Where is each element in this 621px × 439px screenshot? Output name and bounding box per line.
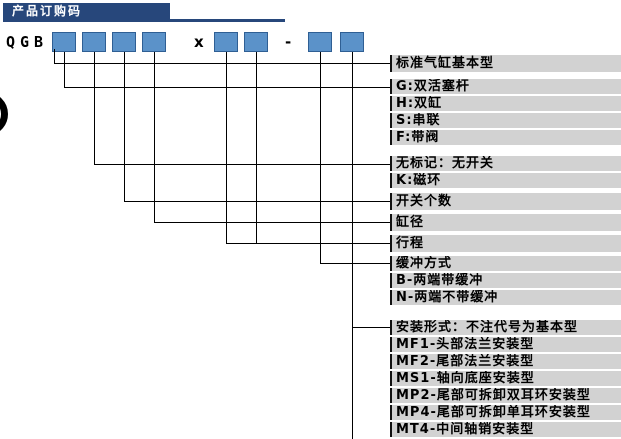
label-variant-h: H:双缸 bbox=[390, 96, 621, 111]
code-prefix: QGB bbox=[6, 33, 49, 51]
code-box-7 bbox=[308, 32, 332, 52]
label-mount-ms1: MS1-轴向底座安装型 bbox=[390, 371, 621, 386]
label-mount-mf1: MF1-头部法兰安装型 bbox=[390, 337, 621, 352]
label-stroke: 行程 bbox=[390, 235, 621, 252]
code-box-4 bbox=[142, 32, 166, 52]
code-separator-x: x bbox=[194, 33, 204, 51]
leader-hline-bore bbox=[154, 222, 390, 223]
header-underline bbox=[3, 19, 285, 22]
binder-ring-icon bbox=[0, 92, 8, 136]
leader-vline-box8 bbox=[352, 52, 353, 439]
leader-hline-basic-type bbox=[54, 63, 390, 64]
label-variant-f: F:带阀 bbox=[390, 130, 621, 145]
label-bore: 缸径 bbox=[390, 214, 621, 231]
code-box-3 bbox=[112, 32, 136, 52]
code-separator-dash: - bbox=[285, 33, 292, 51]
leader-hline-cushion bbox=[320, 263, 390, 264]
label-magnet-k: K:磁环 bbox=[390, 173, 621, 188]
leader-hline-variants bbox=[64, 87, 390, 88]
label-cushion-title: 缓冲方式 bbox=[390, 256, 621, 271]
leader-vline-box6 bbox=[256, 52, 257, 243]
label-basic-type: 标准气缸基本型 bbox=[390, 55, 621, 72]
label-switch-count: 开关个数 bbox=[390, 193, 621, 210]
label-cushion-b: B-两端带缓冲 bbox=[390, 273, 621, 288]
leader-hline-stroke bbox=[226, 243, 390, 244]
leader-vline-box4 bbox=[154, 52, 155, 222]
label-variant-s: S:串联 bbox=[390, 113, 621, 128]
leader-vline-box5 bbox=[226, 52, 227, 243]
code-box-1 bbox=[52, 32, 76, 52]
code-box-2 bbox=[82, 32, 106, 52]
leader-hline-switch-count bbox=[124, 201, 390, 202]
code-box-6 bbox=[244, 32, 268, 52]
label-mount-mf2: MF2-尾部法兰安装型 bbox=[390, 354, 621, 369]
label-mount-mp2: MP2-尾部可拆卸双耳环安装型 bbox=[390, 388, 621, 403]
leader-vline-box3 bbox=[124, 52, 125, 201]
label-mount-mt4: MT4-中间轴销安装型 bbox=[390, 422, 621, 437]
label-mount-mp4: MP4-尾部可拆卸单耳环安装型 bbox=[390, 405, 621, 420]
leader-vline-box1 bbox=[64, 52, 65, 87]
label-no-switch: 无标记：无开关 bbox=[390, 156, 621, 171]
leader-vline-box7 bbox=[320, 52, 321, 263]
leader-hline-mounting bbox=[352, 327, 390, 328]
label-variant-g: G:双活塞杆 bbox=[390, 79, 621, 94]
leader-hline-switch-mark bbox=[94, 164, 390, 165]
label-mount-title: 安装形式：不注代号为基本型 bbox=[390, 320, 621, 335]
code-box-8 bbox=[340, 32, 364, 52]
section-title: 产品订购码 bbox=[12, 4, 83, 18]
leader-vline-box2 bbox=[94, 52, 95, 164]
code-box-5 bbox=[214, 32, 238, 52]
leader-vline-prefix bbox=[54, 49, 55, 63]
section-header: 产品订购码 bbox=[3, 3, 170, 20]
label-cushion-n: N-两端不带缓冲 bbox=[390, 290, 621, 305]
